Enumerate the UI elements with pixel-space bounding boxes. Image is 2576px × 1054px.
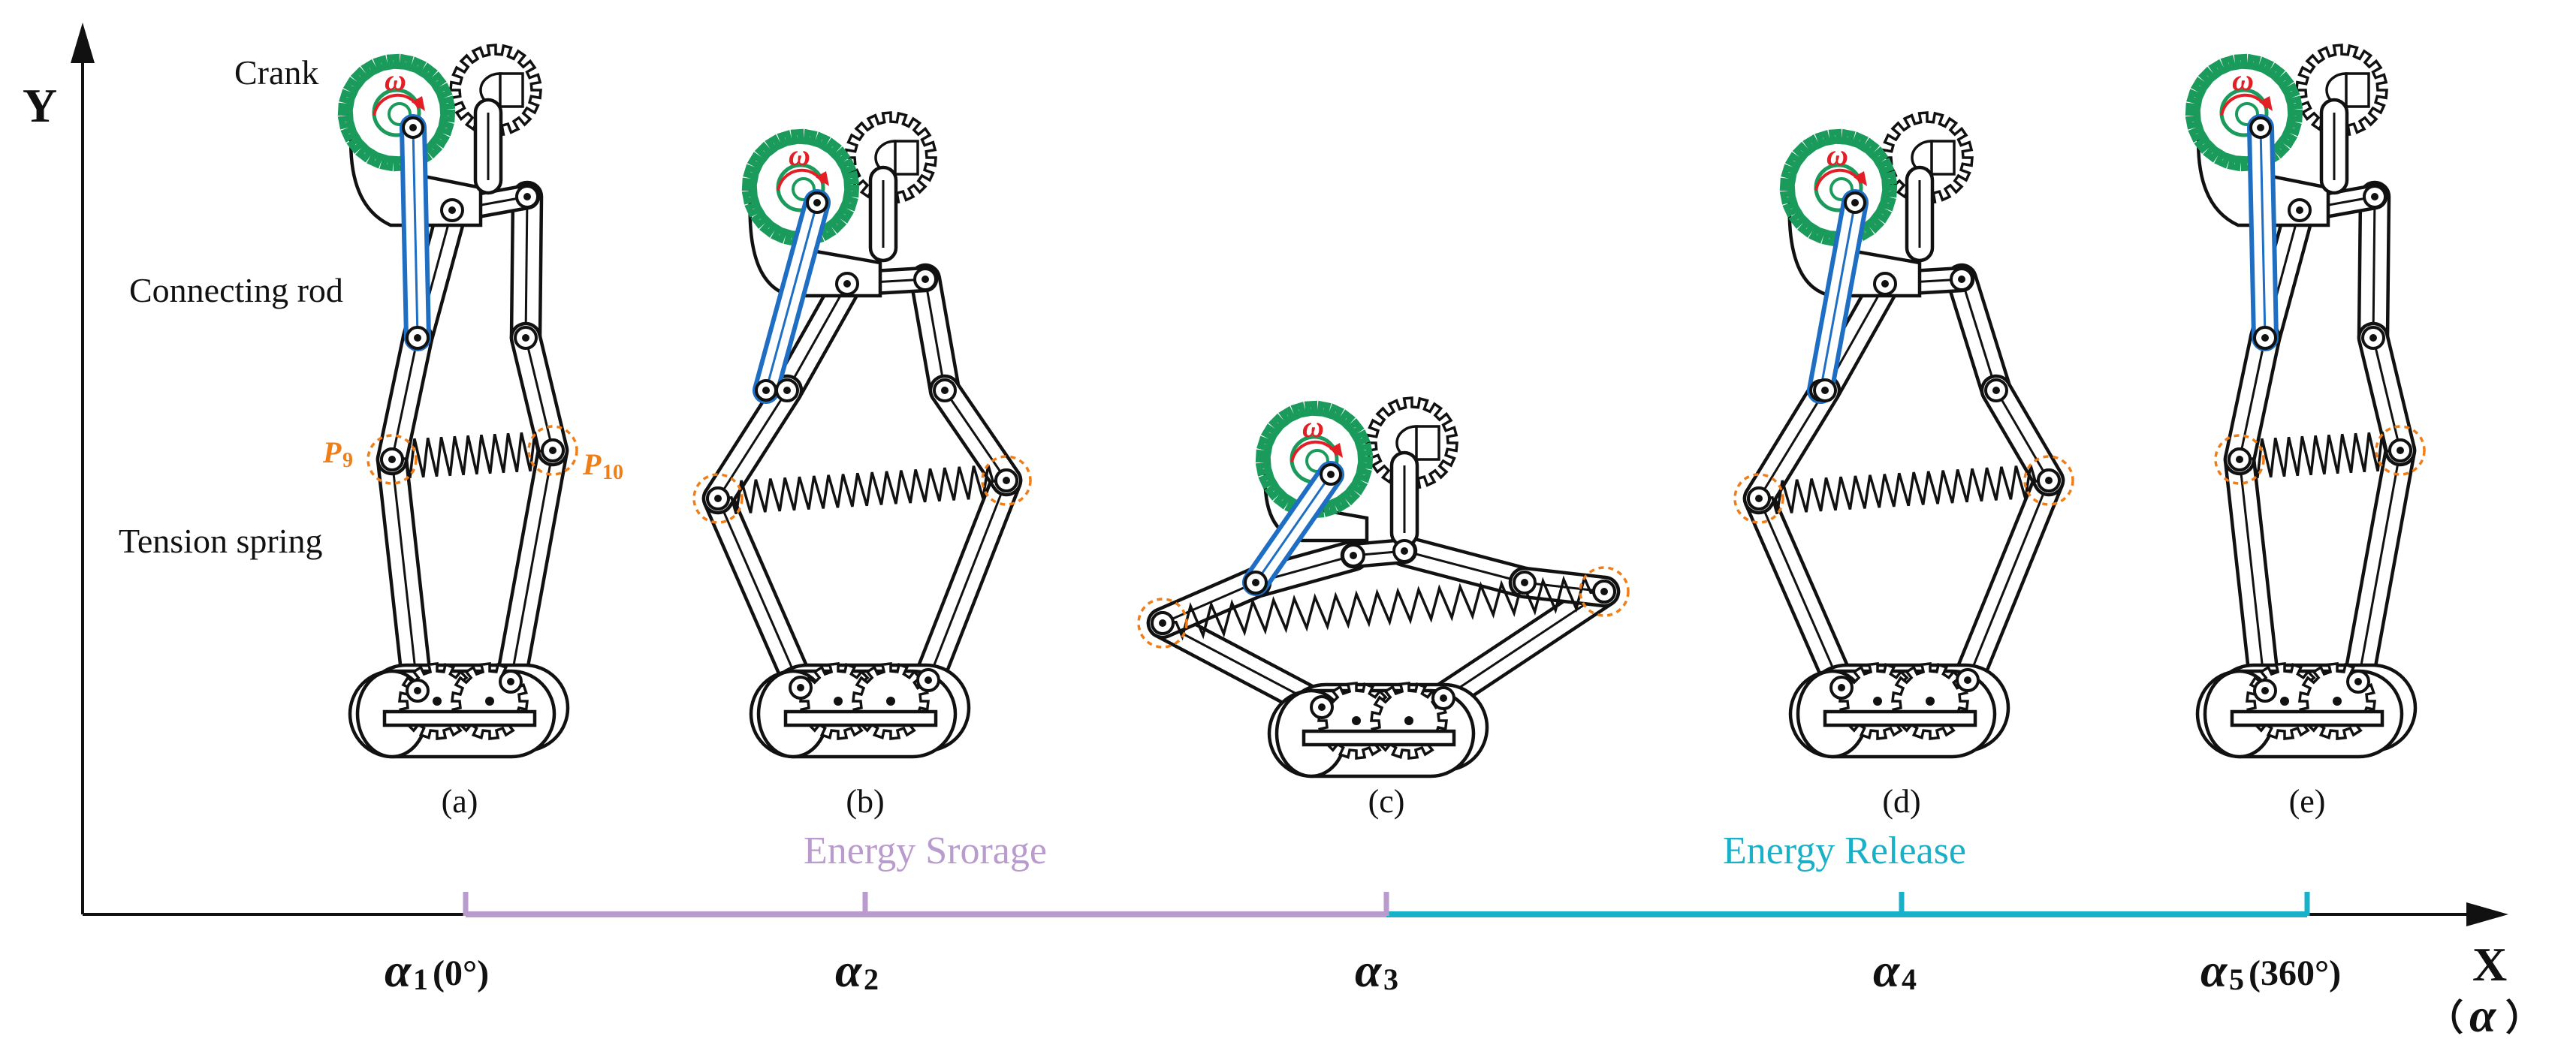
- alpha-label-3: α 3: [1355, 944, 1398, 997]
- svg-text:α: α: [2200, 944, 2228, 997]
- alpha-label-2: α 2: [835, 944, 879, 997]
- caption-e: (e): [2289, 783, 2326, 820]
- phase-label-storage: Energy Srorage: [804, 830, 1047, 872]
- green-gear-icon: [1255, 400, 1374, 519]
- p9-marker: [366, 434, 418, 485]
- p10-marker: [2023, 455, 2074, 506]
- svg-text:10: 10: [602, 461, 623, 484]
- x-axis-arrow-icon: [2466, 902, 2508, 926]
- x-axis-paren-close: ）: [2505, 998, 2541, 1038]
- alpha-label-4: α 4: [1873, 944, 1917, 997]
- phase-label-release: Energy Release: [1723, 830, 1966, 872]
- crank-label: Crank: [234, 53, 318, 92]
- y-axis-label: Y: [23, 79, 57, 132]
- caption-d: (d): [1882, 783, 1920, 820]
- alpha-labels: α 1 (0°) α 2 α 3 α 4 α 5 (360°): [385, 944, 2341, 997]
- svg-text:P: P: [322, 435, 342, 469]
- p10-marker: [2375, 425, 2426, 476]
- component-labels: Crank Connecting rod Tension spring P 9 …: [119, 53, 623, 560]
- mechanisms: ω ω ω ω ω: [337, 44, 2426, 778]
- wheel-foot: [2195, 662, 2418, 759]
- phase-bars: Energy Srorage Energy Release: [463, 830, 2310, 917]
- stage-d-mechanism: ω: [1733, 111, 2074, 759]
- caption-c: (c): [1368, 783, 1405, 820]
- svg-text:α: α: [385, 944, 412, 997]
- y-axis-arrow-icon: [71, 23, 95, 63]
- connecting-rod-label: Connecting rod: [129, 271, 343, 309]
- svg-text:3: 3: [1383, 962, 1398, 996]
- stage-e-mechanism: ω: [2185, 44, 2426, 759]
- p9-marker: [2214, 434, 2265, 485]
- stage-captions: (a) (b) (c) (d) (e): [442, 783, 2326, 820]
- omega-label: ω: [1826, 138, 1848, 172]
- x-axis-sub-label: α: [2469, 989, 2497, 1042]
- p9-label: P 9: [322, 435, 353, 472]
- crank-assembly: ω: [337, 44, 542, 351]
- p10-marker: [1579, 566, 1630, 617]
- stage-c-mechanism: ω: [1137, 396, 1630, 778]
- x-axis-paren-open: （: [2427, 998, 2463, 1038]
- alpha-label-1: α 1 (0°): [385, 944, 489, 997]
- p10-marker: [981, 455, 1032, 506]
- svg-text:1: 1: [413, 962, 428, 996]
- x-axis-label: X: [2472, 938, 2507, 991]
- omega-label: ω: [2232, 63, 2254, 97]
- svg-text:α: α: [835, 944, 863, 997]
- alpha-label-5: α 5 (360°): [2200, 944, 2341, 997]
- omega-label: ω: [789, 138, 810, 172]
- crank-assembly: ω: [1779, 111, 1974, 405]
- crank-assembly: ω: [1242, 396, 1458, 596]
- p10-marker: [527, 425, 578, 476]
- caption-a: (a): [442, 783, 478, 820]
- crank-assembly: ω: [741, 111, 937, 405]
- p9-marker: [1137, 598, 1188, 649]
- svg-text:5: 5: [2229, 962, 2244, 996]
- caption-b: (b): [846, 783, 884, 820]
- svg-text:2: 2: [864, 962, 879, 996]
- svg-text:α: α: [1873, 944, 1901, 997]
- p10-label: P 10: [582, 447, 623, 484]
- stage-a-mechanism: ω: [337, 44, 578, 759]
- p9-marker: [692, 473, 744, 524]
- svg-text:4: 4: [1902, 962, 1917, 996]
- tension-spring-label: Tension spring: [119, 522, 323, 560]
- p9-marker: [1733, 473, 1784, 524]
- svg-text:9: 9: [342, 449, 353, 472]
- svg-text:α: α: [1355, 944, 1383, 997]
- stage-b-mechanism: ω: [692, 111, 1032, 759]
- svg-text:P: P: [582, 447, 602, 481]
- svg-text:(0°): (0°): [433, 953, 489, 993]
- svg-text:(360°): (360°): [2249, 953, 2341, 993]
- wheel-foot: [348, 662, 570, 759]
- omega-label: ω: [385, 63, 406, 97]
- crank-assembly: ω: [2185, 44, 2388, 351]
- omega-label: ω: [1302, 410, 1324, 444]
- green-gear-icon: [741, 128, 860, 247]
